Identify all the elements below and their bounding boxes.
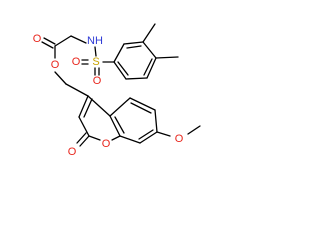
bond-lactone-co-b — [76, 132, 87, 144]
bond-c7-c8-inner — [138, 129, 154, 140]
bond-c6-c7 — [154, 109, 158, 133]
bond-aryl-4-inner — [143, 58, 153, 76]
bond-ch2-nh — [70, 35, 87, 44]
bond-aryl-4 — [146, 57, 157, 79]
bond-c3-c2 — [78, 116, 90, 137]
bond-c8a-c4a-inner — [114, 116, 125, 134]
bond-c4a-c4 — [87, 95, 111, 117]
atom-nh: NH — [87, 35, 103, 47]
bond-c4a-c5 — [109, 97, 131, 117]
atom-methoxy-oxygen: O — [175, 133, 184, 145]
bond-ester-o-ch2 — [54, 71, 67, 85]
bond-lactone-co-a — [79, 135, 90, 147]
bond-aryl-1 — [113, 43, 125, 63]
bond-layer — [41, 23, 201, 147]
bond-c4-c3 — [78, 95, 89, 118]
bond-methyl-para — [155, 56, 179, 59]
bond-nh-s — [94, 46, 97, 57]
bond-aryl-2 — [123, 41, 144, 45]
atom-ester-oxygen: O — [51, 59, 60, 71]
bond-aryl-5 — [125, 77, 148, 80]
bond-ester-carbonyl-double-b — [41, 41, 54, 49]
atom-sulfonyl-oxygen-bottom: O — [93, 75, 102, 87]
bond-carbonyl-ch2 — [54, 35, 72, 47]
bond-methoxy-o-ch3 — [187, 125, 201, 135]
atom-lactone-carbonyl-oxygen: O — [68, 146, 77, 158]
bond-aryl-3 — [142, 41, 157, 59]
bond-ch2-c4 — [65, 83, 89, 97]
bond-ring-o-c8a — [111, 135, 121, 141]
bond-c4-c3-inner — [83, 98, 93, 118]
bond-aryl-6-inner — [117, 61, 129, 76]
atom-ring-oxygen: O — [102, 138, 111, 150]
atom-sulfur: S — [92, 56, 99, 68]
bond-c5-c6 — [129, 97, 156, 111]
bond-c8-c8a — [119, 135, 141, 144]
bond-ester-carbonyl-double-a — [43, 37, 56, 45]
bond-c8a-c4a — [109, 115, 121, 137]
bond-c7-methoxy-o — [156, 131, 171, 137]
atom-carbonyl-oxygen: O — [33, 33, 42, 45]
molecule-diagram: O NH S O O O O O O — [33, 23, 201, 158]
bond-c2-ring-o — [88, 135, 101, 141]
bond-aryl-6 — [113, 61, 127, 80]
bond-aryl-2-inner — [126, 45, 142, 49]
bond-c7-c8 — [139, 131, 158, 144]
bond-c5-c6-inner — [130, 102, 152, 114]
atom-sulfonyl-oxygen-left: O — [72, 56, 81, 68]
bond-methyl-meta — [142, 23, 156, 43]
atom-label-layer: O NH S O O O O O O — [33, 33, 184, 158]
